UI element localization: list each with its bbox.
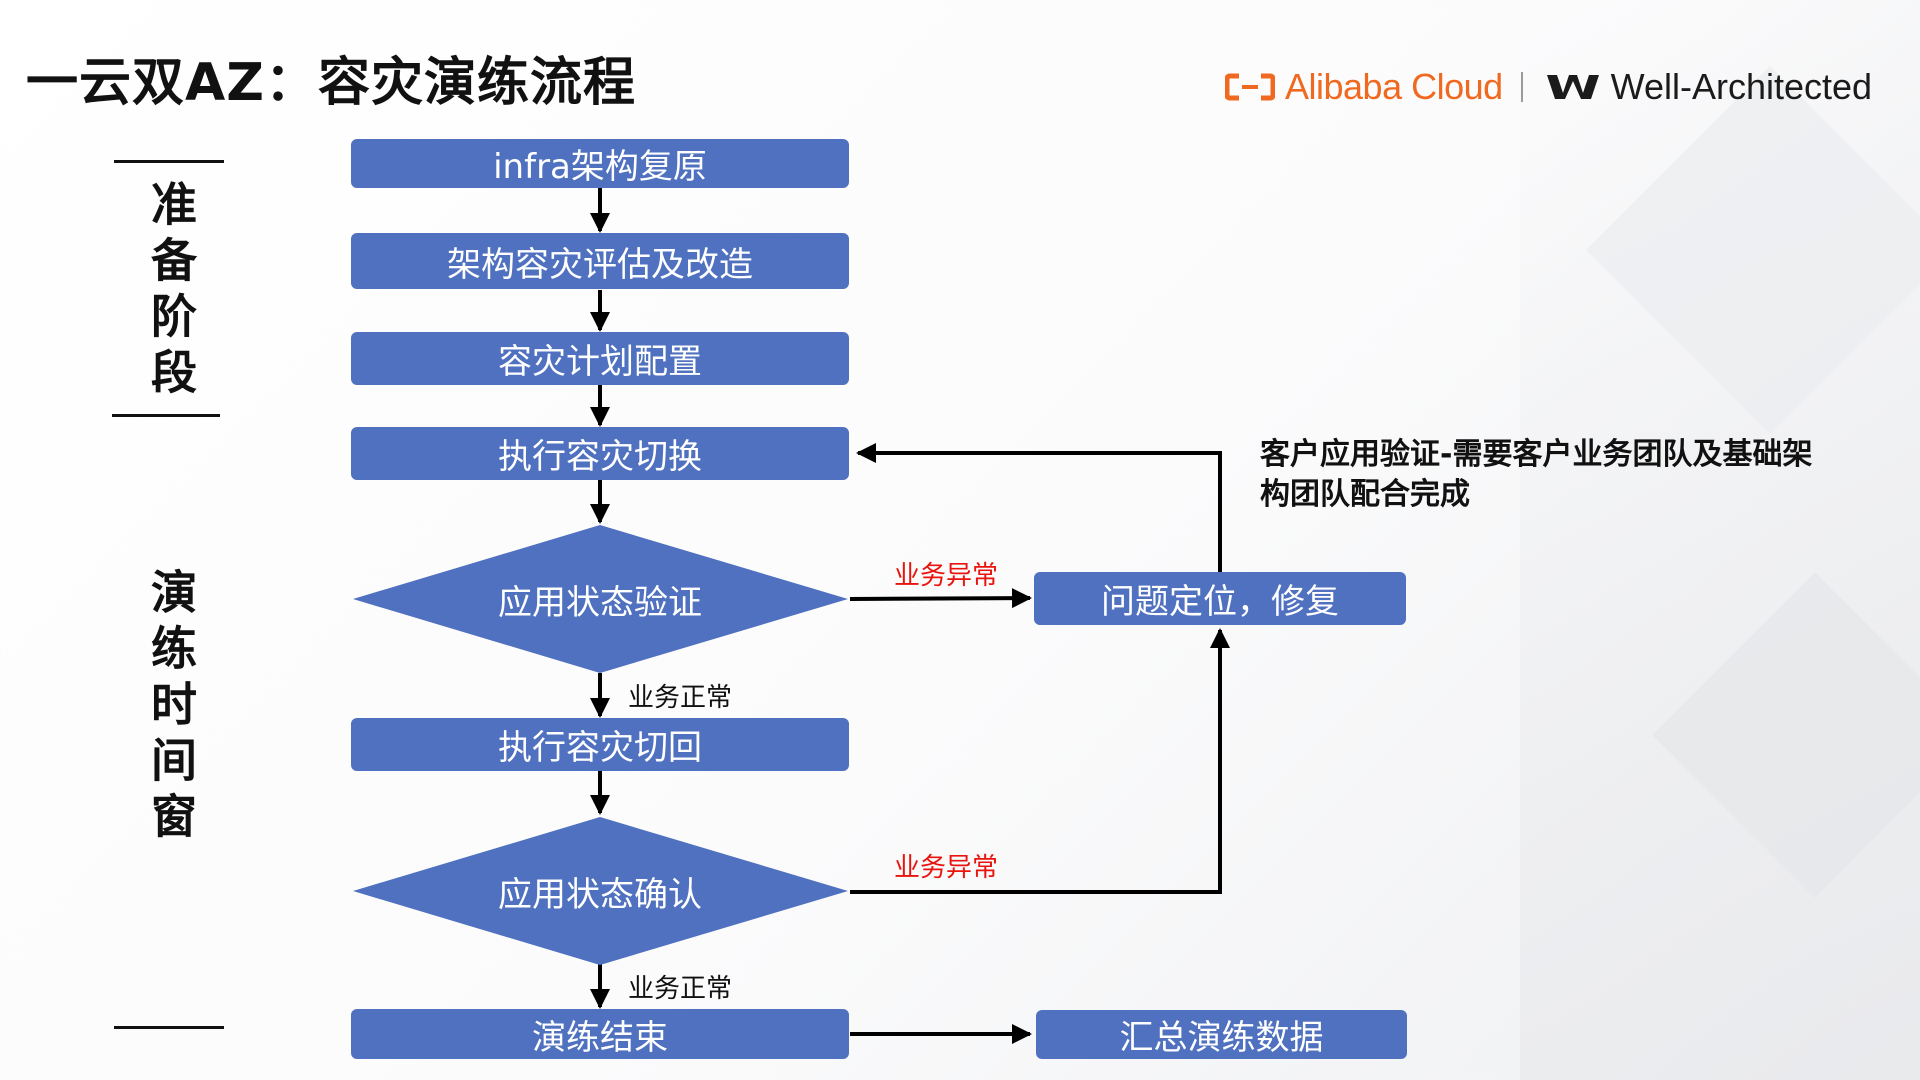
step-dr-plan-config: 容灾计划配置: [351, 332, 849, 385]
phase-bottom-rule: [114, 1026, 224, 1029]
edge-label-abnormal-verify: 业务异常: [894, 561, 999, 591]
customer-validation-note: 客户应用验证-需要客户业务团队及基础架构团队配合完成: [1260, 437, 1813, 512]
step-locate-fix: 问题定位，修复: [1034, 572, 1406, 625]
logo-group: Alibaba Cloud Well-Architected: [1225, 62, 1872, 112]
step-execute-failback: 执行容灾切回: [351, 718, 849, 771]
phase-divider-rule: [112, 414, 220, 417]
alibaba-cloud-logo-icon: [1225, 73, 1275, 101]
page-title: 一云双AZ：容灾演练流程: [26, 53, 636, 113]
logo-divider: [1520, 72, 1523, 102]
edge-label-abnormal-confirm: 业务异常: [894, 853, 999, 883]
phase-top-rule: [114, 160, 224, 163]
well-architected-logo-icon: [1546, 75, 1599, 99]
edge-label-normal-confirm: 业务正常: [628, 974, 733, 1004]
alibaba-cloud-text: Alibaba Cloud: [1285, 66, 1503, 107]
decision-app-verify: 应用状态验证: [498, 582, 702, 623]
arrow-verify-to-fix: [849, 588, 1032, 609]
decision-confirm-shape: [353, 817, 848, 965]
step-infra-restore: infra架构复原: [351, 139, 849, 188]
phase-prepare-label: 准备阶段: [144, 180, 198, 404]
arrow-fix-to-switch: [856, 443, 1222, 572]
arrow-confirm-to-fix: [850, 628, 1230, 894]
phase-exercise-label: 演练时间窗: [144, 568, 198, 848]
edge-label-normal-verify: 业务正常: [628, 683, 733, 713]
decision-verify-shape: [353, 525, 848, 673]
step-architecture-assessment: 架构容灾评估及改造: [351, 233, 849, 289]
decision-app-confirm: 应用状态确认: [498, 874, 702, 915]
step-exercise-end: 演练结束: [351, 1009, 849, 1059]
step-execute-failover: 执行容灾切换: [351, 427, 849, 480]
step-summarize-data: 汇总演练数据: [1036, 1010, 1407, 1059]
well-architected-text: Well-Architected: [1610, 66, 1873, 107]
